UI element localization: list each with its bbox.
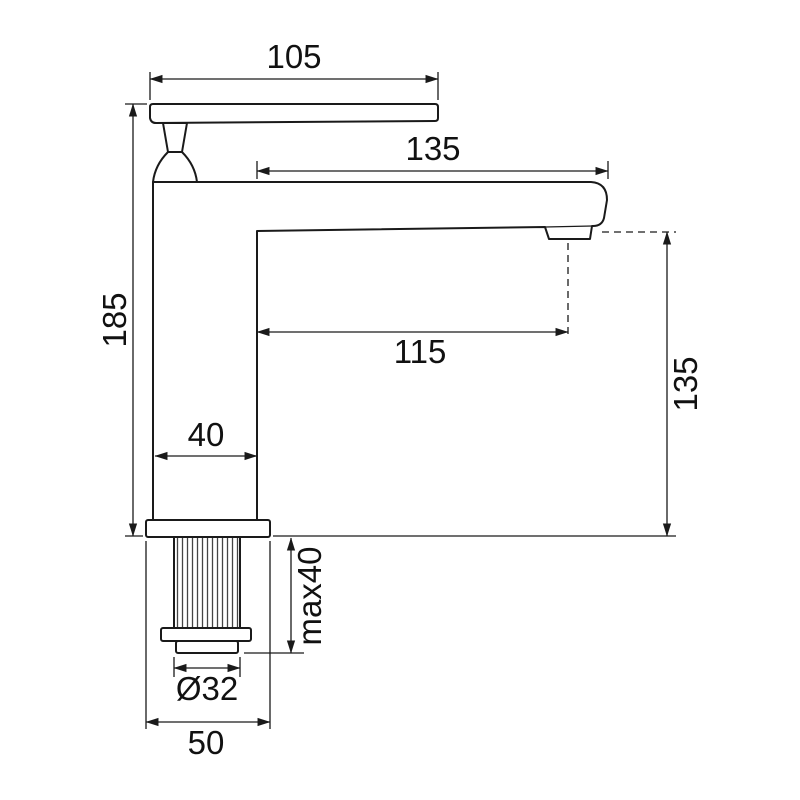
dim-body-width: 40	[154, 416, 258, 461]
dim-handle-length: 105	[149, 38, 439, 100]
dim-label-top-length: 135	[405, 130, 460, 167]
faucet-tailpiece	[175, 640, 239, 654]
dim-label-spout-reach: 115	[394, 333, 447, 370]
dim-label-spout-height: 135	[667, 356, 704, 411]
faucet-threaded-shank	[173, 536, 241, 629]
dim-label-thread-diameter: Ø32	[176, 670, 238, 707]
faucet-mounting-nut	[160, 627, 252, 642]
dim-label-overall-height: 185	[96, 292, 133, 347]
dim-label-body-width: 40	[188, 416, 225, 453]
dim-spout-height: 135	[273, 231, 704, 537]
faucet-handle-connector	[162, 122, 188, 153]
aerator-line	[544, 225, 593, 228]
dim-base-width: 50	[145, 541, 271, 761]
faucet-body-spout	[152, 181, 608, 521]
faucet-cartridge-dome	[152, 151, 198, 183]
dim-spout-reach: 115	[256, 243, 569, 370]
faucet-base-plate	[145, 519, 271, 538]
dim-overall-height: 185	[96, 103, 147, 537]
dim-label-base-width: 50	[188, 724, 225, 761]
faucet-outline	[145, 103, 608, 654]
dim-label-max-deck-thickness: max40	[291, 546, 328, 645]
dim-top-length: 135	[256, 130, 609, 179]
dim-max-deck-thickness: max40	[244, 537, 328, 654]
faucet-handle-lever	[149, 103, 439, 124]
dim-label-handle-length: 105	[266, 38, 321, 75]
dim-thread-diameter: Ø32	[173, 657, 241, 707]
